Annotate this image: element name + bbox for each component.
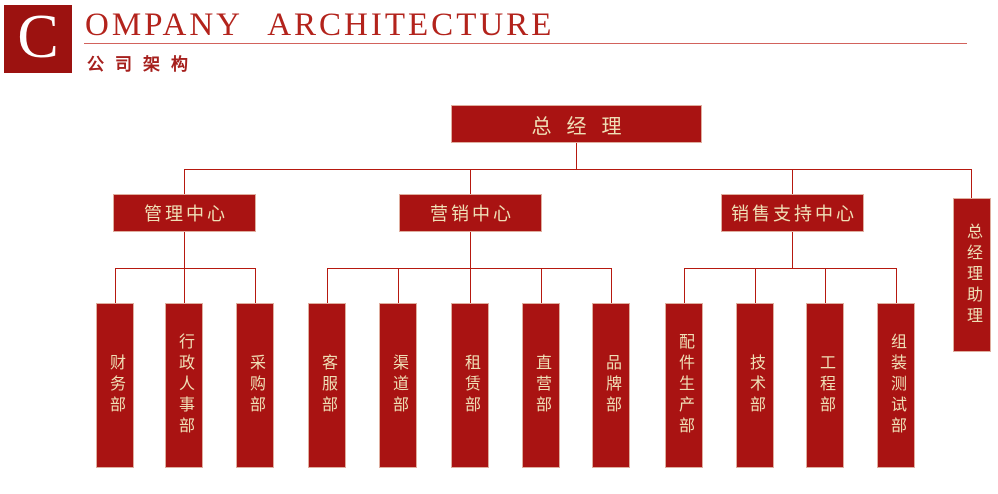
- org-node-finance-dept: 财务部: [96, 303, 134, 468]
- org-node-sales-support-center: 销售支持中心: [721, 194, 864, 232]
- connector-line: [115, 268, 116, 303]
- connector-line: [792, 232, 793, 268]
- gm-assistant-label: 总经理助理: [964, 222, 981, 328]
- org-node-parts-production-dept: 配件生产部: [665, 303, 703, 468]
- connector-line: [327, 268, 328, 303]
- connector-line: [184, 169, 185, 194]
- connector-line: [541, 268, 542, 303]
- logo-square: C: [4, 5, 72, 73]
- connector-line: [755, 268, 756, 303]
- connector-line: [896, 268, 897, 303]
- org-node-marketing-center: 营销中心: [399, 194, 542, 232]
- org-node-engineering-dept: 工程部: [806, 303, 844, 468]
- connector-line: [115, 268, 256, 269]
- connector-line: [470, 232, 471, 268]
- connector-line: [684, 268, 685, 303]
- dept-label: 租赁部: [462, 354, 479, 417]
- connector-line: [184, 169, 972, 170]
- logo-letter-c: C: [17, 3, 59, 71]
- dept-label: 渠道部: [390, 354, 407, 417]
- connector-line: [470, 268, 471, 303]
- connector-line: [184, 232, 185, 268]
- connector-line: [255, 268, 256, 303]
- connector-line: [684, 268, 896, 269]
- org-node-channel-dept: 渠道部: [379, 303, 417, 468]
- org-node-leasing-dept: 租赁部: [451, 303, 489, 468]
- connector-line: [327, 268, 611, 269]
- dept-label: 组装测试部: [888, 333, 905, 438]
- org-node-technology-dept: 技术部: [736, 303, 774, 468]
- dept-label: 客服部: [319, 354, 336, 417]
- org-node-brand-dept: 品牌部: [592, 303, 630, 468]
- connector-line: [398, 268, 399, 303]
- org-node-direct-sales-dept: 直营部: [522, 303, 560, 468]
- org-node-purchasing-dept: 采购部: [236, 303, 274, 468]
- connector-line: [611, 268, 612, 303]
- org-node-general-manager: 总经理: [451, 105, 702, 143]
- org-node-admin-hr-dept: 行政人事部: [165, 303, 203, 468]
- connector-line: [825, 268, 826, 303]
- dept-label: 直营部: [533, 354, 550, 417]
- org-node-assembly-testing-dept: 组装测试部: [877, 303, 915, 468]
- org-node-management-center: 管理中心: [113, 194, 256, 232]
- connector-line: [184, 268, 185, 303]
- header-divider: [84, 43, 967, 44]
- dept-label: 技术部: [747, 354, 764, 417]
- connector-line: [792, 169, 793, 194]
- page-title: OMPANY ARCHITECTURE: [85, 6, 555, 43]
- connector-line: [470, 169, 471, 194]
- connector-line: [971, 169, 972, 198]
- dept-label: 工程部: [817, 354, 834, 417]
- org-node-gm-assistant: 总经理助理: [953, 198, 991, 352]
- dept-label: 品牌部: [603, 354, 620, 417]
- dept-label: 采购部: [247, 354, 264, 417]
- dept-label: 财务部: [107, 354, 124, 417]
- connector-line: [576, 143, 577, 169]
- page-subtitle: 公司架构: [87, 55, 199, 74]
- dept-label: 行政人事部: [176, 333, 193, 438]
- dept-label: 配件生产部: [676, 333, 693, 438]
- org-node-customer-service-dept: 客服部: [308, 303, 346, 468]
